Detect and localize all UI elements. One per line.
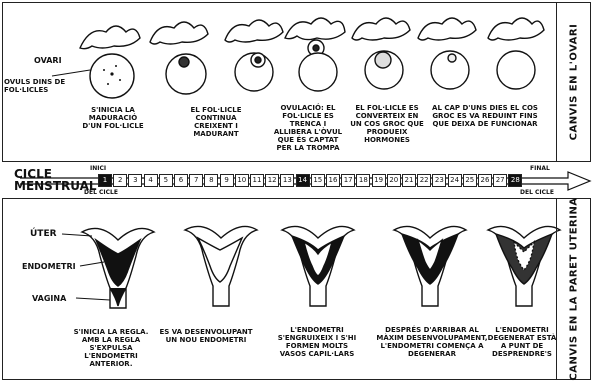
cycle-end-top: FINAL <box>530 165 550 172</box>
cycle-day: 9 <box>220 174 234 187</box>
cycle-day: 17 <box>341 174 355 187</box>
cycle-start-bottom: DEL CICLE <box>84 189 118 196</box>
cycle-day: 10 <box>235 174 249 187</box>
cycle-day: 3 <box>128 174 142 187</box>
ovary-stage-1 <box>80 26 140 98</box>
cycle-day: 12 <box>265 174 279 187</box>
uterus-caption-2: ES VA DESENVOLUPANT UN NOU ENDOMETRI <box>158 328 254 344</box>
ovary-stage-4 <box>285 18 345 91</box>
ovary-caption-3: OVULACIÓ: EL FOL·LICLE ES TRENCA I ALLIB… <box>270 104 346 152</box>
cycle-day: 11 <box>250 174 264 187</box>
cycle-day: 2 <box>113 174 127 187</box>
cycle-day: 5 <box>159 174 173 187</box>
uterus-caption-1: S'INICIA LA REGLA. AMB LA REGLA S'EXPULS… <box>72 328 150 368</box>
label-uter: ÚTER <box>30 230 57 239</box>
cycle-day: 6 <box>174 174 188 187</box>
cycle-day: 16 <box>326 174 340 187</box>
cycle-day: 22 <box>417 174 431 187</box>
ovary-stage-2 <box>150 22 208 94</box>
uterus-caption-5: L'ENDOMETRI DEGENERAT ESTÀ A PUNT DE DES… <box>486 326 558 358</box>
ovary-caption-4: EL FOL·LICLE ES CONVERTEIX EN UN COS GRO… <box>350 104 424 144</box>
cycle-day: 15 <box>311 174 325 187</box>
ovary-caption-2: EL FOL·LICLE CONTINUA CREIXENT I MADURAN… <box>178 106 254 138</box>
cycle-day: 13 <box>280 174 294 187</box>
cycle-day: 26 <box>478 174 492 187</box>
uterus-side-title: CANVIS EN LA PARET UTERINA <box>568 197 579 380</box>
cycle-day: 14 <box>296 174 310 187</box>
cycle-day: 18 <box>356 174 370 187</box>
ovary-caption-5: AL CAP D'UNS DIES EL COS GROC ES VA REDU… <box>430 104 540 128</box>
cycle-end-bottom: DEL CICLE <box>520 189 554 196</box>
cycle-day: 24 <box>448 174 462 187</box>
ovary-caption-1: S'INICIA LA MADURACIÓ D'UN FOL·LICLE <box>78 106 148 130</box>
cycle-day: 28 <box>508 174 522 187</box>
ovary-stage-3 <box>225 20 283 91</box>
uterus-caption-4: DESPRÉS D'ARRIBAR AL MÀXIM DESENVOLUPAME… <box>376 326 488 358</box>
label-vagina: VAGINA <box>32 294 66 303</box>
ovary-stage-5 <box>352 18 410 89</box>
ovary-stage-7 <box>488 18 544 89</box>
label-ovari: OVARI <box>34 56 62 65</box>
ovary-stage-6 <box>418 18 476 89</box>
label-ovuls: OVULS DINS DE FOL·LICLES <box>4 78 74 94</box>
cycle-day: 8 <box>204 174 218 187</box>
cycle-start-top: INICI <box>90 165 106 172</box>
cycle-day: 21 <box>402 174 416 187</box>
cycle-day: 4 <box>144 174 158 187</box>
cycle-day: 25 <box>463 174 477 187</box>
uterus-caption-3: L'ENDOMETRI S'ENGRUIXEIX I S'HI FORMEN M… <box>272 326 362 358</box>
label-endometri: ENDOMETRI <box>22 262 76 271</box>
cycle-day: 19 <box>372 174 386 187</box>
cycle-day: 20 <box>387 174 401 187</box>
cycle-day: 23 <box>432 174 446 187</box>
cycle-day: 27 <box>493 174 507 187</box>
uterus-side-title-box: CANVIS EN LA PARET UTERINA <box>556 199 590 379</box>
cycle-day: 1 <box>98 174 112 187</box>
cycle-day: 7 <box>189 174 203 187</box>
